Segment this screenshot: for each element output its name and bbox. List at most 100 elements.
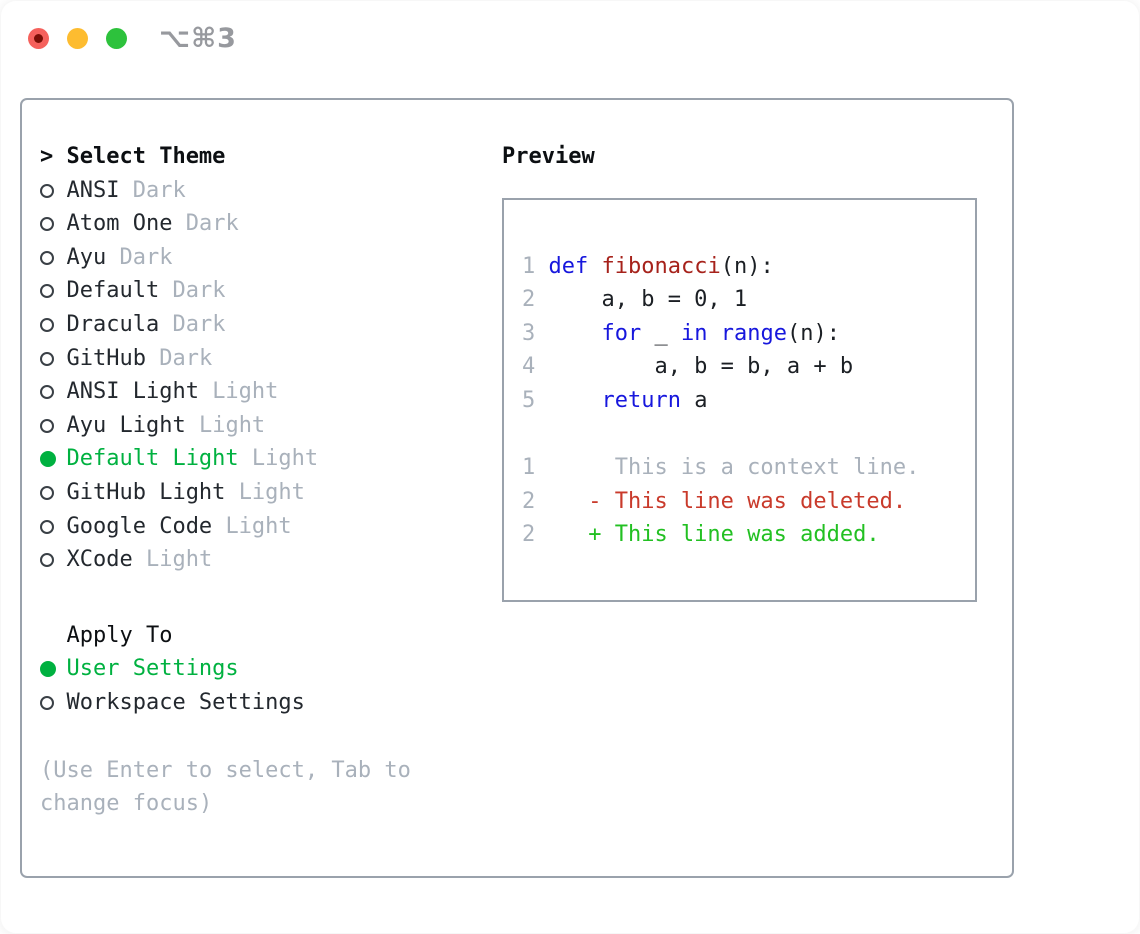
spacer xyxy=(225,480,238,505)
radio-icon[interactable] xyxy=(40,409,66,443)
code-segment xyxy=(707,321,720,346)
theme-option-row[interactable]: GitHub Dark xyxy=(40,342,502,376)
spacer xyxy=(159,278,172,303)
theme-option-variant: Light xyxy=(225,513,292,539)
radio-icon[interactable] xyxy=(40,510,66,544)
code-segment: _ xyxy=(641,320,681,346)
apply-to-option-label: Workspace Settings xyxy=(66,689,305,715)
line-number: 4 xyxy=(522,354,536,380)
code-segment: (n): xyxy=(786,320,840,346)
radio-icon[interactable] xyxy=(40,342,66,376)
preview-code-line xyxy=(522,418,957,452)
spacer xyxy=(159,312,172,337)
theme-option-variant: Light xyxy=(145,547,213,573)
radio-circle-icon xyxy=(40,217,54,232)
radio-icon[interactable] xyxy=(40,652,66,686)
code-segment: in xyxy=(680,320,708,346)
preview-code-line: 4 a, b = b, a + b xyxy=(522,350,957,384)
apply-to-option-row[interactable]: Workspace Settings xyxy=(40,686,502,720)
radio-circle-icon xyxy=(40,250,54,265)
keyboard-hint: (Use Enter to select, Tab to change focu… xyxy=(40,757,411,817)
theme-option-row[interactable]: Ayu Dark xyxy=(40,241,502,275)
theme-option-label: XCode xyxy=(66,547,133,573)
theme-option-label: Ayu xyxy=(66,244,107,270)
theme-option-row[interactable]: ANSI Light Light xyxy=(40,375,502,409)
theme-option-label: Ayu Light xyxy=(66,412,186,438)
theme-option-row[interactable]: Atom One Dark xyxy=(40,207,502,241)
radio-circle-icon xyxy=(40,695,54,710)
code-segment: - This line was deleted. xyxy=(548,488,907,514)
code-segment: + This line was added. xyxy=(548,522,880,548)
focus-caret: > xyxy=(40,144,54,169)
line-number: 1 xyxy=(522,455,536,481)
theme-option-label: Dracula xyxy=(66,311,160,337)
theme-option-row[interactable]: Google Code Light xyxy=(40,510,502,544)
close-button[interactable] xyxy=(28,27,49,49)
radio-icon[interactable] xyxy=(40,241,66,275)
radio-circle-icon xyxy=(40,351,54,366)
apply-to-option-label: User Settings xyxy=(66,656,239,682)
theme-option-label: Default xyxy=(66,278,160,304)
minimize-button[interactable] xyxy=(67,27,88,49)
line-number: 2 xyxy=(522,488,536,514)
spacer xyxy=(119,178,132,203)
theme-option-variant: Dark xyxy=(172,311,226,337)
zoom-button[interactable] xyxy=(106,27,127,49)
theme-option-label: GitHub Light xyxy=(66,479,226,505)
select-theme-header: >Select Theme xyxy=(40,140,502,174)
radio-circle-icon xyxy=(40,519,54,534)
spacer xyxy=(133,547,146,572)
theme-option-label: ANSI Light xyxy=(66,379,199,405)
code-text: def fibonacci(n): xyxy=(548,254,773,279)
radio-icon[interactable] xyxy=(40,274,66,308)
theme-option-variant: Dark xyxy=(119,244,173,270)
preview-code-line: 2 a, b = 0, 1 xyxy=(522,283,957,317)
radio-circle-icon xyxy=(40,661,56,678)
radio-icon[interactable] xyxy=(40,543,66,577)
line-number: 5 xyxy=(522,387,536,413)
preview-code-line: 5 return a xyxy=(522,384,957,418)
theme-option-label: GitHub xyxy=(66,345,146,371)
line-number xyxy=(522,422,535,447)
radio-circle-icon xyxy=(40,284,54,299)
apply-to-option-row[interactable]: User Settings xyxy=(40,652,502,686)
radio-circle-icon xyxy=(40,385,54,400)
titlebar: ⌥⌘3 xyxy=(28,23,237,54)
code-text: - This line was deleted. xyxy=(548,489,906,514)
code-segment xyxy=(548,321,601,346)
line-number: 2 xyxy=(522,522,536,548)
radio-icon[interactable] xyxy=(40,375,66,409)
radio-icon[interactable] xyxy=(40,174,66,208)
theme-option-row[interactable]: Dracula Dark xyxy=(40,308,502,342)
radio-icon[interactable] xyxy=(40,686,66,720)
spacer xyxy=(199,379,212,404)
code-text: This is a context line. xyxy=(548,455,920,480)
preview-code-line: 2 + This line was added. xyxy=(522,518,957,552)
theme-option-label: Google Code xyxy=(66,513,213,539)
radio-icon[interactable] xyxy=(40,442,66,476)
theme-option-row[interactable]: ANSI Dark xyxy=(40,174,502,208)
radio-icon[interactable] xyxy=(40,476,66,510)
preview-code-line: 1 def fibonacci(n): xyxy=(522,250,957,284)
line-number: 1 xyxy=(522,253,536,279)
spacer xyxy=(212,514,225,539)
theme-option-row[interactable]: GitHub Light Light xyxy=(40,476,502,510)
theme-option-variant: Light xyxy=(198,412,266,438)
code-text: for _ in range(n): xyxy=(548,321,839,346)
theme-option-variant: Dark xyxy=(159,345,213,371)
radio-circle-icon xyxy=(40,317,54,332)
theme-option-variant: Light xyxy=(251,446,319,472)
theme-option-row[interactable]: Default Dark xyxy=(40,274,502,308)
code-text: + This line was added. xyxy=(548,522,879,547)
theme-option-row[interactable]: Ayu Light Light xyxy=(40,409,502,443)
radio-icon[interactable] xyxy=(40,308,66,342)
code-segment: a, b = 0, 1 xyxy=(548,287,748,313)
theme-option-row[interactable]: Default Light Light xyxy=(40,442,502,476)
theme-option-row[interactable]: XCode Light xyxy=(40,543,502,577)
radio-icon[interactable] xyxy=(40,207,66,241)
